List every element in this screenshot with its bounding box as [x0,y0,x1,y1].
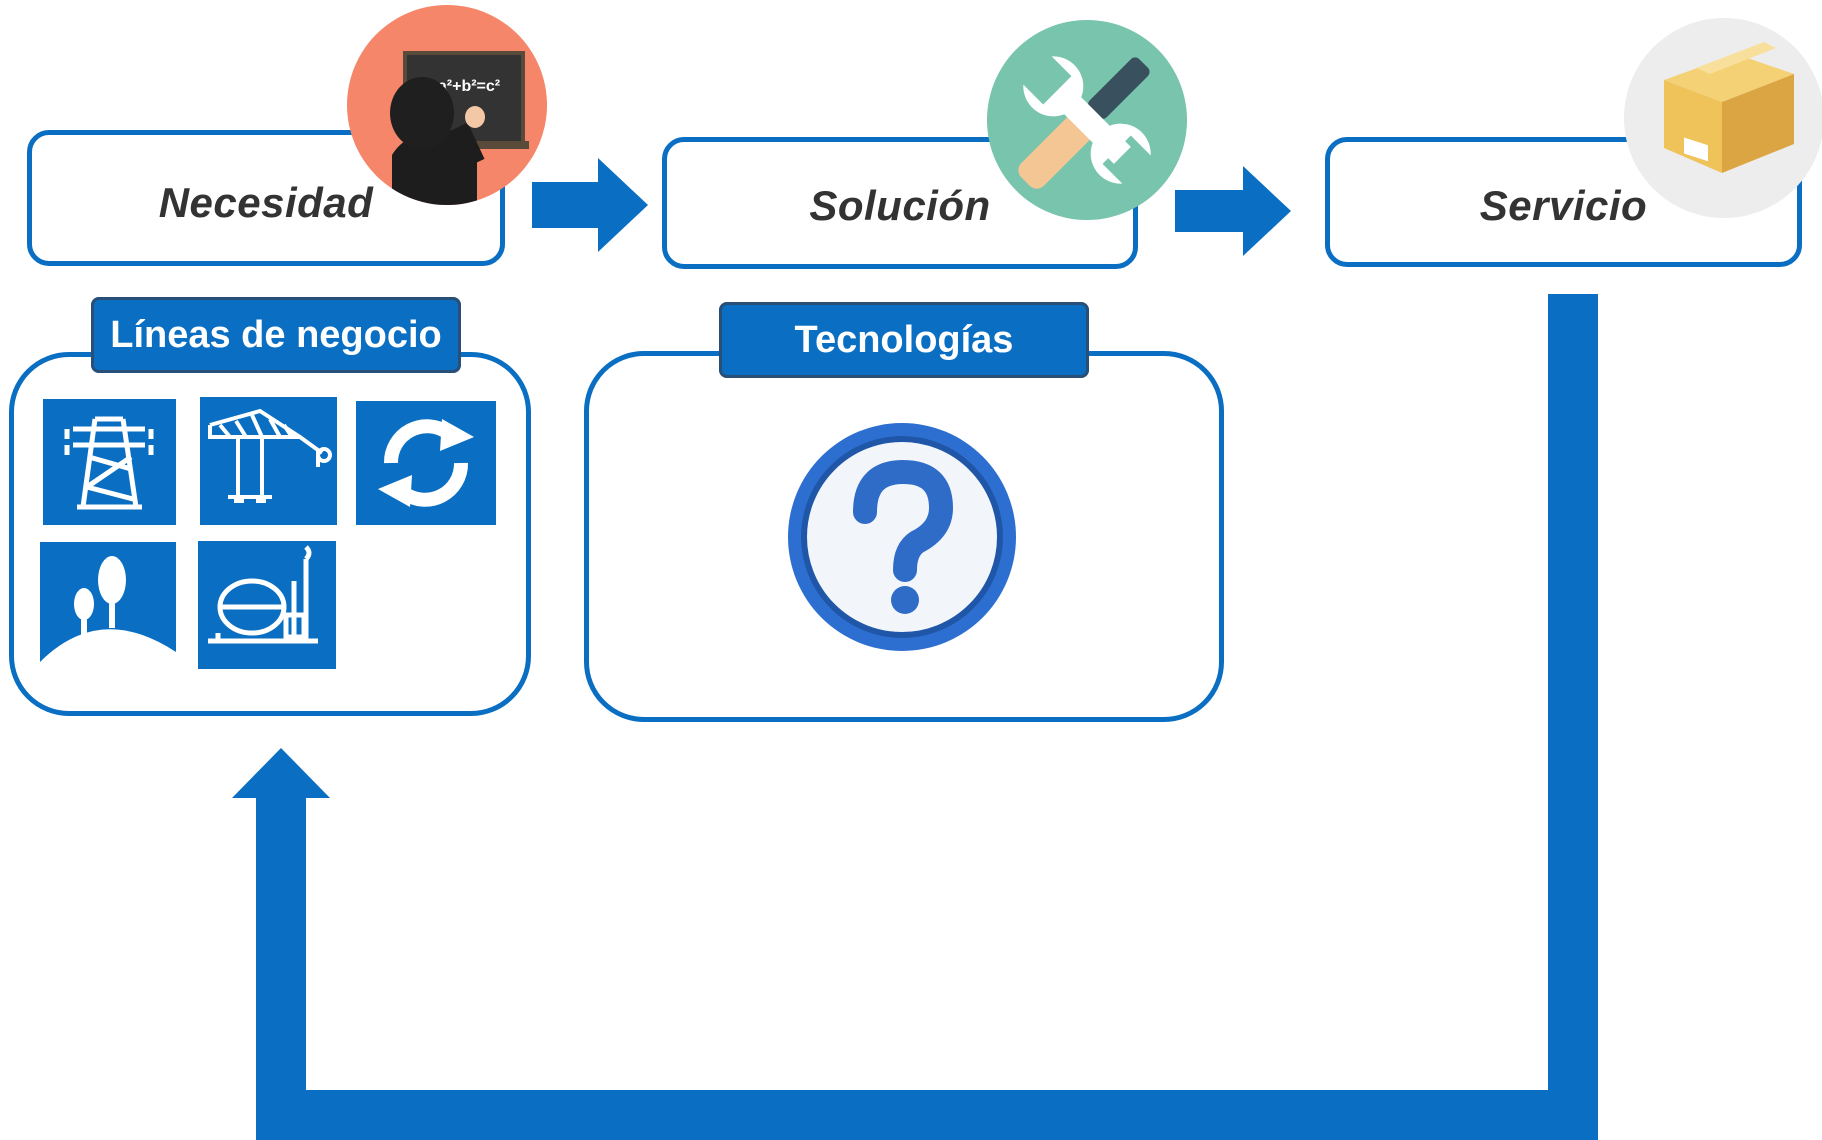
stage-label: Solución [809,182,991,229]
teacher-icon: a²+b²=c² [347,5,547,205]
landscape-tree-icon [40,542,176,670]
port-crane-icon [200,397,337,525]
tools-icon [987,20,1187,220]
return-loop-arrow [232,294,1598,1140]
question-mark-icon [785,420,1019,654]
business-lines-title: Líneas de negocio [91,297,461,373]
industrial-plant-icon [198,541,336,669]
power-tower-icon [43,399,176,525]
stage-label: Servicio [1479,182,1648,229]
equation-text: a²+b²=c² [438,78,500,95]
arrow-right-2 [1175,166,1291,256]
technologies-title: Tecnologías [719,302,1089,378]
arrow-right-1 [532,158,648,252]
refresh-cycle-icon [356,401,496,525]
package-icon [1624,18,1822,218]
stage-label: Necesidad [158,179,374,226]
